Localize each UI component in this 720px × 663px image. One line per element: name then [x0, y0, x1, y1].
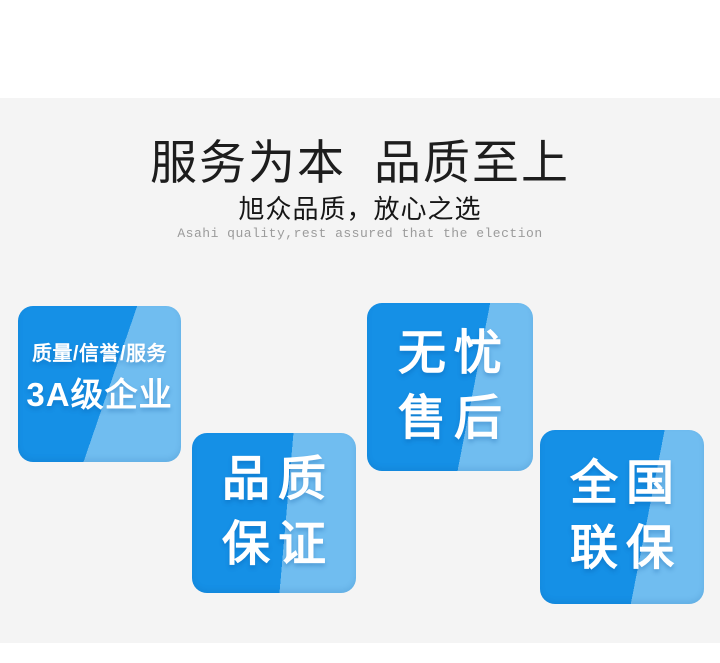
- badge-3a-enterprise-line1: 质量/信誉/服务: [31, 343, 168, 365]
- badge-worry-free-after-sales-line1: 无忧: [397, 327, 510, 381]
- tagline-english: Asahi quality,rest assured that the elec…: [177, 226, 543, 241]
- badge-3a-enterprise-line2: 3A级企业: [26, 376, 173, 413]
- page-title-left: 服务为本: [150, 136, 346, 189]
- badge-quality-guarantee-line1: 品质: [221, 453, 334, 507]
- badge-nationwide-warranty-line1: 全国: [569, 457, 682, 511]
- page-subtitle: 旭众品质，放心之选: [238, 195, 482, 224]
- page-title-right: 品质至上: [374, 136, 570, 189]
- badge-quality-guarantee: 品质 保证: [192, 433, 356, 593]
- badge-worry-free-after-sales-line2: 售后: [397, 392, 510, 445]
- badge-3a-enterprise: 质量/信誉/服务 3A级企业: [18, 306, 181, 462]
- badge-quality-guarantee-line2: 保证: [221, 518, 334, 571]
- page-title: 服务为本品质至上: [0, 139, 720, 186]
- badge-nationwide-warranty-line2: 联保: [569, 522, 682, 575]
- badge-worry-free-after-sales: 无忧 售后: [367, 303, 533, 471]
- badge-nationwide-warranty: 全国 联保: [540, 430, 704, 604]
